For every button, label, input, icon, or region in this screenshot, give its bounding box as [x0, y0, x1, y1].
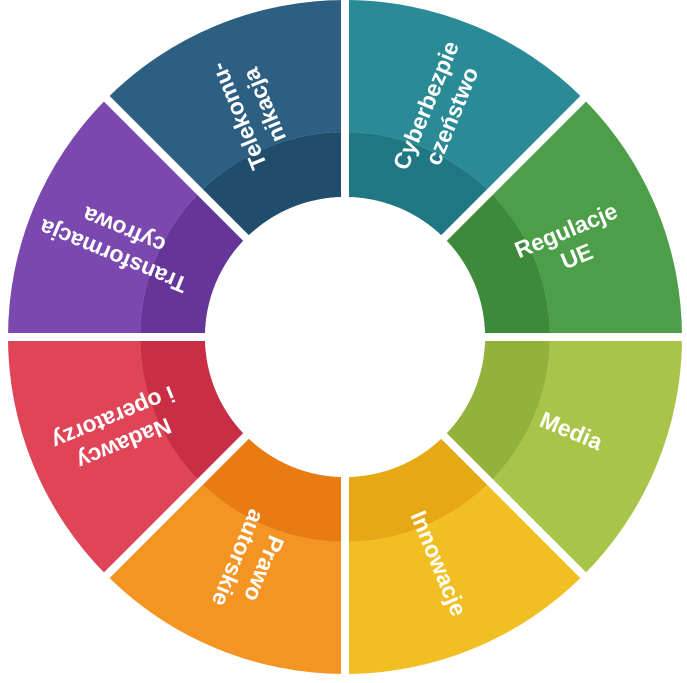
segment-divider	[101, 93, 252, 244]
segment-inner-band	[345, 435, 490, 542]
segment-outer-band	[106, 0, 346, 193]
segment-inner-band	[443, 337, 550, 482]
segment-media: Media	[443, 337, 682, 576]
wheel-segments: CyberbezpieczeństwoRegulacjeUEMediaInnow…	[4, 0, 686, 678]
wheel-center-hole	[205, 197, 485, 477]
segment-outer-band	[489, 98, 682, 338]
segment-inner-band	[140, 192, 247, 337]
segment-innowacje: Innowacje	[345, 435, 584, 674]
segment-inner-band	[140, 337, 247, 482]
segment-outer-band	[489, 337, 682, 576]
segment-telekomunikacja: Telekomu-nikacja	[106, 0, 346, 239]
segment-inner-band	[200, 132, 345, 239]
segment-outer-band	[8, 337, 201, 576]
segment-regulacje-ue: RegulacjeUE	[443, 98, 682, 338]
segment-inner-band	[443, 192, 550, 337]
segment-outer-band	[106, 481, 346, 674]
segment-inner-band	[200, 435, 345, 542]
segment-divider	[438, 93, 589, 244]
segment-nadawcy-i-operatorzy: Nadawcyi operatorzy	[8, 337, 247, 576]
segment-cyberbezpieczenstwo: Cyberbezpieczeństwo	[345, 0, 584, 239]
segment-outer-band	[8, 98, 201, 338]
segment-prawo-autorskie: Prawoautorskie	[106, 435, 346, 674]
segment-divider	[438, 430, 589, 581]
segment-outer-band	[345, 0, 584, 193]
segment-inner-band	[345, 132, 490, 239]
segment-divider	[101, 430, 252, 581]
segment-transformacja-cyfrowa: Transformacjacyfrowa	[8, 98, 247, 338]
segment-outer-band	[345, 481, 584, 674]
